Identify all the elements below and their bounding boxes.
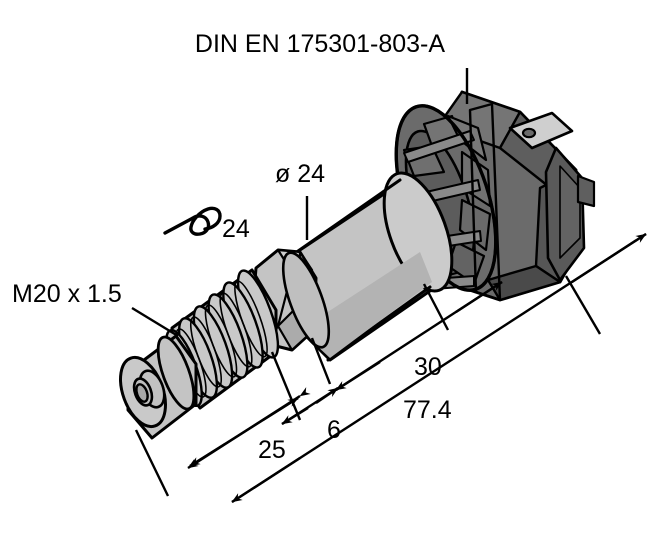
- labels-group: DIN EN 175301-803-A ø 24 24 M20 x 1.5 25…: [12, 30, 452, 464]
- dim-25-arrow-b: [262, 396, 299, 422]
- dim-30-arrow-a: [335, 360, 381, 392]
- callout-thread-spec: M20 x 1.5: [12, 280, 122, 308]
- dim-6-arrow-a: [281, 406, 309, 426]
- leader-thread: [131, 306, 179, 338]
- dimension-label-6: 6: [327, 416, 341, 444]
- callout-body-diameter: ø 24: [275, 160, 325, 188]
- dim-6-arrow-b: [315, 387, 339, 404]
- mounting-tab-hole: [521, 127, 537, 139]
- body-shadow: [300, 252, 432, 358]
- hex-shoulder: [281, 251, 331, 349]
- connector-side-nub: [576, 174, 596, 208]
- dim-25-arrow-a: [189, 442, 226, 468]
- dimension-label-77-4: 77.4: [403, 396, 452, 424]
- body-top-edge: [286, 178, 402, 260]
- thread-section: [165, 268, 280, 410]
- pressure-port: [119, 334, 198, 440]
- mounting-tab: [508, 111, 574, 150]
- ext-body-end: [422, 283, 450, 331]
- hex-nut: [250, 248, 331, 352]
- dim-774-arrow-a: [231, 456, 301, 504]
- port-bore-inner: [135, 383, 149, 403]
- fin-8: [458, 198, 492, 252]
- dim-774-arrow-b: [571, 232, 647, 284]
- callout-connector-standard: DIN EN 175301-803-A: [195, 30, 445, 58]
- dim-30-arrow-b: [455, 280, 503, 314]
- connector-rear-rib-1: [559, 165, 581, 259]
- connector-front-flange: [468, 102, 502, 302]
- rib-bar-1: [403, 130, 475, 163]
- dimension-label-30: 30: [414, 353, 442, 381]
- sensor-assembly: [119, 90, 596, 440]
- ext-conn-end: [564, 275, 602, 335]
- callout-wrench-size: 24: [222, 215, 250, 243]
- leader-lines: [131, 68, 469, 338]
- ext-thread-end: [270, 351, 302, 421]
- body-rear-cap: [382, 171, 454, 293]
- ext-hex-end: [310, 337, 332, 385]
- dimension-lines: [134, 232, 647, 504]
- wrench-icon: [163, 206, 222, 236]
- ext-port-end: [134, 429, 170, 497]
- dimension-label-25: 25: [258, 436, 286, 464]
- body-bottom-edge: [326, 285, 432, 362]
